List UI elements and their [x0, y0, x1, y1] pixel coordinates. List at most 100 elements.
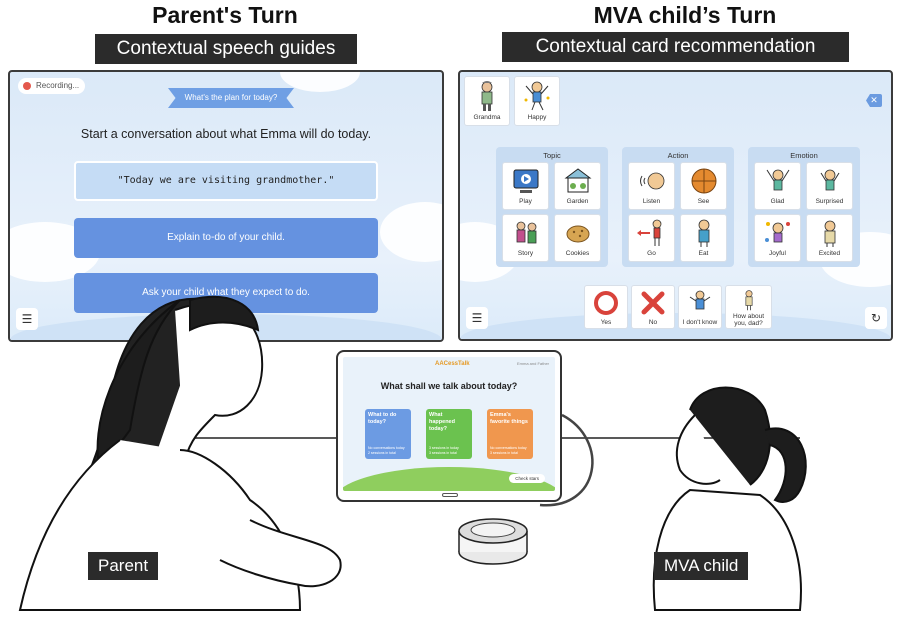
- group-title: Topic: [543, 151, 561, 160]
- quick-no[interactable]: No: [631, 285, 675, 329]
- parent-figure: [18, 295, 342, 611]
- how-about-you-icon: [745, 290, 752, 311]
- child-screen: Grandma Happy ✕ Topic Play Garden Story …: [458, 70, 893, 341]
- selected-card-happy[interactable]: Happy: [514, 76, 560, 126]
- card-label: Surprised: [815, 198, 844, 205]
- guide-quote[interactable]: "Today we are visiting grandmother.": [74, 161, 378, 201]
- card-glad[interactable]: Glad: [754, 162, 801, 210]
- card-cookies[interactable]: Cookies: [554, 214, 601, 262]
- child-figure: [652, 386, 807, 611]
- mini-card-title: Emma's favorite things: [490, 412, 528, 425]
- mini-card-line: No conversations today: [490, 446, 527, 450]
- card-label: Story: [517, 250, 534, 257]
- card-label: I don't know: [682, 319, 718, 326]
- mini-card-line: 3 sessions in total: [429, 451, 457, 455]
- story-icon: [516, 221, 536, 244]
- tablet-home-button[interactable]: [442, 493, 458, 497]
- selected-card-grandma[interactable]: Grandma: [464, 76, 510, 126]
- card-label: Garden: [566, 198, 589, 205]
- tablet-card-happened[interactable]: What happened today? 3 sessions in today…: [426, 409, 472, 459]
- card-garden[interactable]: Garden: [554, 162, 601, 210]
- card-listen[interactable]: Listen: [628, 162, 675, 210]
- card-label: How about you, dad?: [732, 313, 765, 327]
- card-story[interactable]: Story: [502, 214, 549, 262]
- card-label: Listen: [642, 198, 661, 205]
- topic-group: Topic Play Garden Story Cookies: [496, 147, 608, 267]
- card-label: Grandma: [473, 114, 501, 121]
- tablet-screen: AACessTalk Emma and Father What shall we…: [343, 357, 555, 491]
- menu-icon[interactable]: ☰: [466, 307, 488, 329]
- tablet-users: Emma and Father: [516, 361, 549, 366]
- card-label: No: [648, 319, 658, 326]
- card-label: Glad: [770, 198, 785, 205]
- recording-label: Recording...: [36, 81, 80, 90]
- speaker-icon: [458, 518, 528, 565]
- tablet-card-favorites[interactable]: Emma's favorite things No conversations …: [487, 409, 533, 459]
- card-surprised[interactable]: Surprised: [806, 162, 853, 210]
- card-label: Cookies: [565, 250, 590, 257]
- parent-screen: Recording... What's the plan for today? …: [8, 70, 444, 342]
- card-label: Play: [519, 198, 532, 205]
- card-eat[interactable]: Eat: [680, 214, 727, 262]
- menu-icon[interactable]: ☰: [16, 308, 38, 330]
- child-label: MVA child: [654, 552, 749, 580]
- quick-dont-know[interactable]: I don't know: [678, 285, 722, 329]
- child-turn-banner: Contextual card recommendation: [502, 32, 849, 62]
- circle-yes-icon: [594, 291, 618, 315]
- grandma-icon: [481, 81, 493, 111]
- group-title: Emotion: [790, 151, 818, 160]
- card-label: Eat: [698, 250, 709, 257]
- card-label: Excited: [818, 250, 841, 257]
- card-label: See: [697, 198, 710, 205]
- dont-know-icon: [689, 290, 711, 310]
- mini-card-line: 2 sessions in total: [368, 451, 396, 455]
- child-turn-heading: MVA child’s Turn: [593, 2, 777, 28]
- card-excited[interactable]: Excited: [806, 214, 853, 262]
- parent-turn-heading: Parent's Turn: [152, 2, 298, 28]
- surprised-icon: [820, 169, 839, 191]
- card-go[interactable]: Go: [628, 214, 675, 262]
- parent-turn-banner: Contextual speech guides: [95, 34, 357, 64]
- backspace-icon[interactable]: ✕: [866, 94, 882, 107]
- card-label: Yes: [600, 319, 612, 326]
- card-joyful[interactable]: Joyful: [754, 214, 801, 262]
- eat-icon: [698, 219, 709, 247]
- card-label: Joyful: [769, 250, 786, 257]
- recording-indicator[interactable]: Recording...: [18, 78, 86, 94]
- card-label: Go: [647, 250, 656, 257]
- emotion-group: Emotion Glad Surprised Joyful Excited: [748, 147, 860, 267]
- tablet-title: What shall we talk about today?: [380, 381, 518, 391]
- parent-label: Parent: [88, 552, 159, 580]
- card-label: Happy: [527, 114, 547, 121]
- play-icon: [513, 169, 538, 193]
- cookies-icon: [566, 225, 589, 243]
- mini-card-title: What to do today?: [368, 412, 397, 425]
- conversation-prompt: Start a conversation about what Emma wil…: [80, 127, 372, 141]
- tablet-card-todo[interactable]: What to do today? No conversations today…: [365, 409, 411, 459]
- mini-card-line: 3 sessions in total: [490, 451, 518, 455]
- happy-icon: [524, 81, 550, 111]
- listen-icon: [639, 172, 664, 190]
- refresh-icon[interactable]: ↻: [865, 307, 887, 329]
- card-play[interactable]: Play: [502, 162, 549, 210]
- excited-icon: [824, 220, 835, 247]
- guide-explain[interactable]: Explain to-do of your child.: [74, 218, 378, 258]
- cross-no-icon: [641, 291, 665, 315]
- check-stars-button[interactable]: Check stars: [509, 474, 545, 483]
- go-icon: [636, 219, 661, 246]
- mini-card-line: No conversations today: [368, 446, 405, 450]
- quick-how-about-you[interactable]: How about you, dad?: [725, 285, 772, 329]
- group-title: Action: [667, 151, 689, 160]
- see-icon: [691, 168, 716, 194]
- glad-icon: [766, 169, 789, 191]
- joyful-icon: [764, 222, 790, 243]
- mini-card-title: What happened today?: [429, 412, 455, 432]
- tablet-logo: AACessTalk: [435, 361, 470, 367]
- record-dot-icon: [23, 82, 31, 90]
- mini-card-line: 3 sessions in today: [429, 446, 459, 450]
- card-see[interactable]: See: [680, 162, 727, 210]
- tablet-device: AACessTalk Emma and Father What shall we…: [336, 350, 562, 502]
- quick-yes[interactable]: Yes: [584, 285, 628, 329]
- plan-ribbon: What's the plan for today?: [168, 88, 294, 108]
